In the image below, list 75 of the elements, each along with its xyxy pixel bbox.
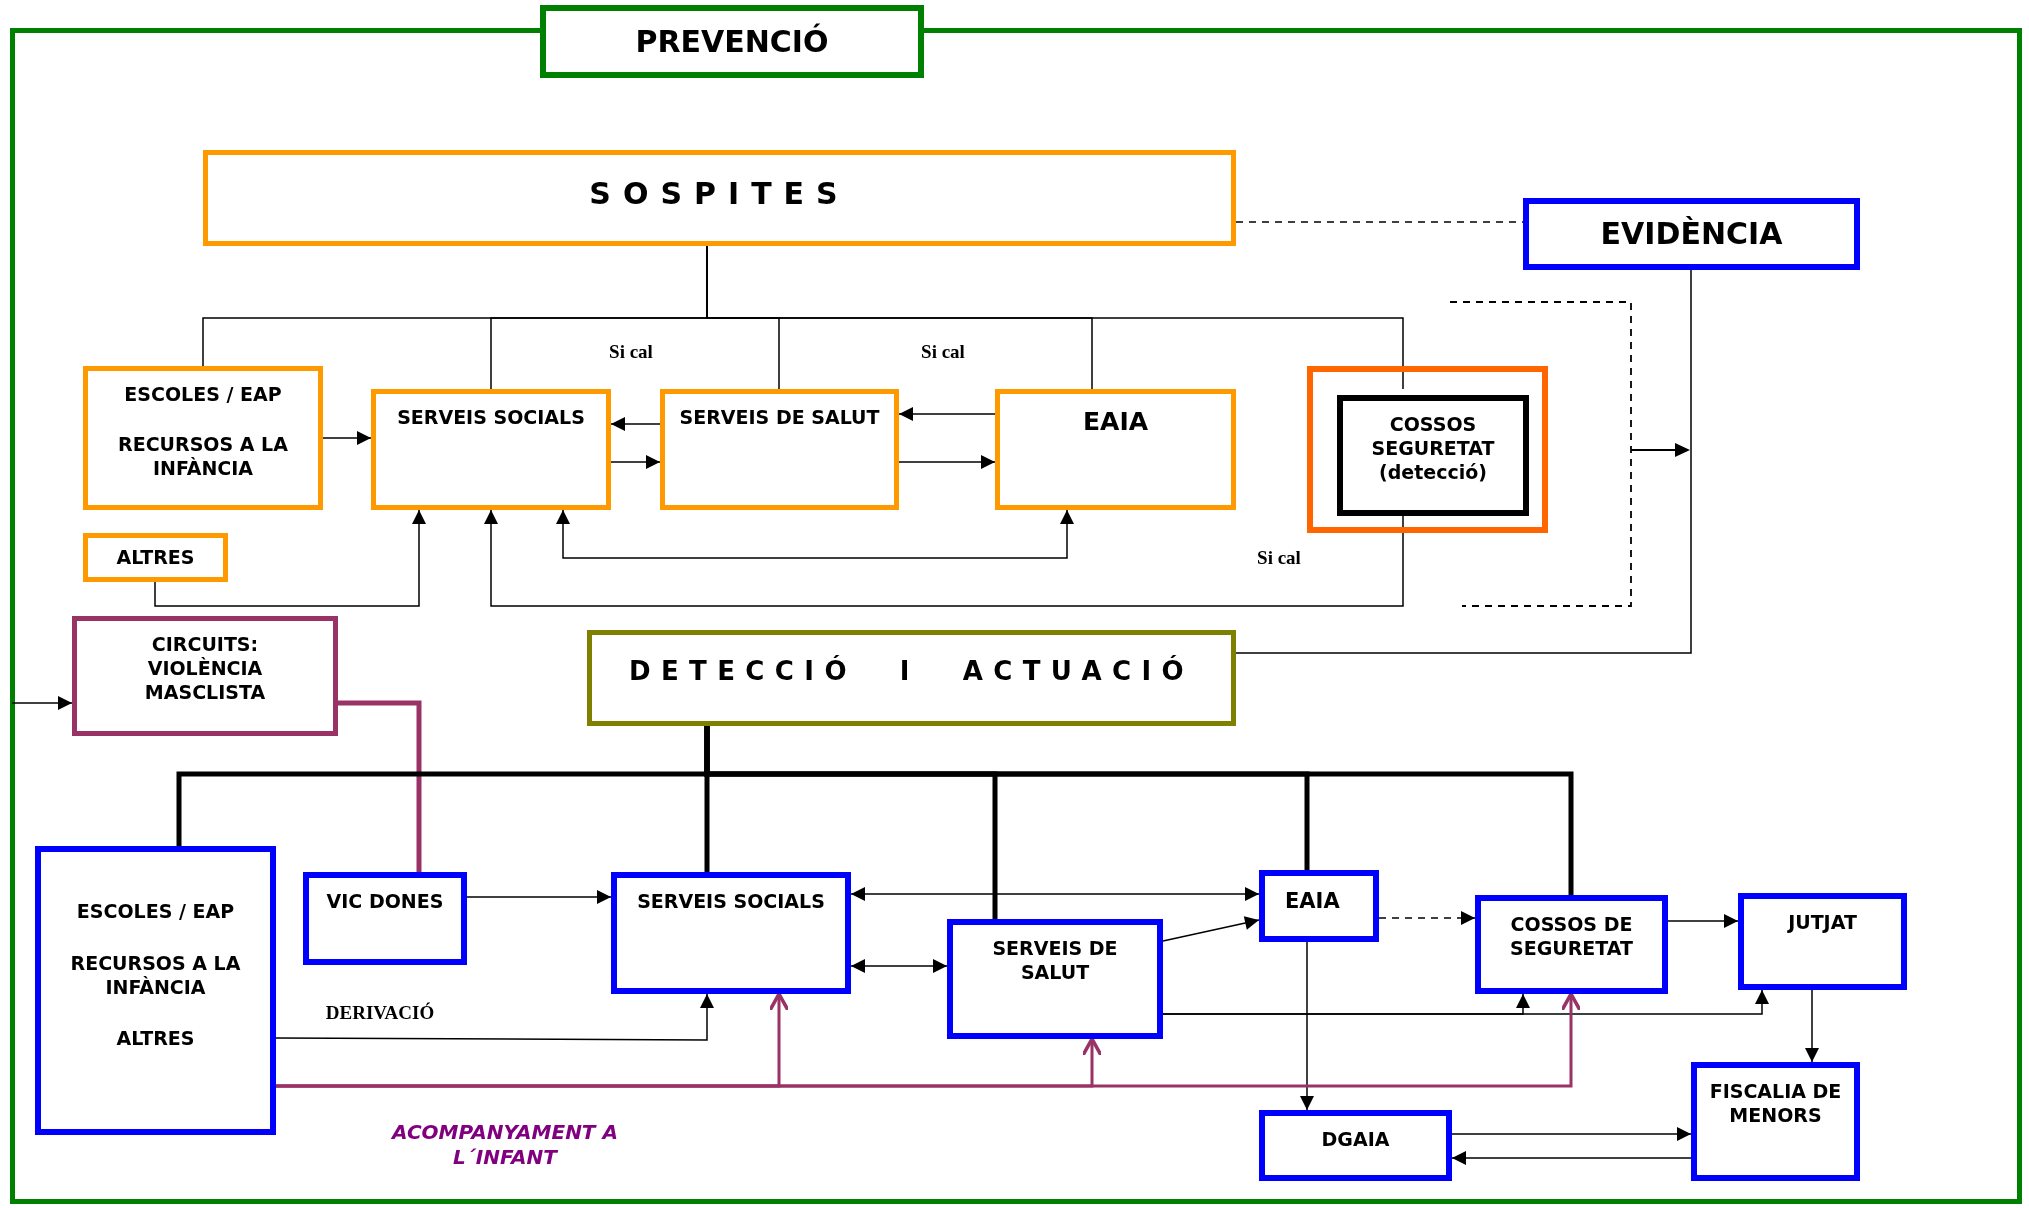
process-box (1259, 1110, 1452, 1181)
node-label: RECURSOS A LA INFÀNCIA (69, 951, 242, 1000)
node-label: EAIA (1284, 888, 1341, 915)
arrow (556, 509, 1074, 559)
process-box (83, 533, 228, 582)
process-box (995, 389, 1236, 510)
connector-line (704, 726, 1574, 895)
node-label: COSSOS DE SEGURETAT (1509, 913, 1634, 961)
arrow (898, 455, 996, 469)
condition-label: Si cal (609, 339, 653, 364)
arrow (898, 407, 996, 421)
condition-label: Si cal (921, 339, 965, 364)
node-label: SERVEIS SOCIALS (396, 406, 586, 430)
arrow (1378, 911, 1476, 925)
node-label: DGAIA (1320, 1128, 1391, 1152)
process-box (72, 616, 338, 736)
arrow (484, 509, 1404, 607)
node-label: RECURSOS A LA INFÀNCIA (117, 432, 289, 481)
connector-line (1235, 269, 1692, 654)
node-label: ESCOLES / EAP (75, 900, 236, 924)
node-label: JUTJAT (1786, 911, 1858, 935)
arrow (1805, 989, 1819, 1063)
title-box (540, 5, 924, 78)
process-box (1738, 893, 1907, 990)
arrow (1667, 914, 1739, 928)
process-box (611, 872, 851, 994)
arrow (322, 431, 372, 445)
connector-line (706, 245, 1404, 390)
process-box (203, 150, 1236, 246)
connector-line (338, 700, 422, 872)
node-label: EAIA (1081, 406, 1150, 438)
process-box (947, 919, 1163, 1039)
node-label: CIRCUITS: VIOLÈNCIA MASCLISTA (143, 633, 267, 705)
node-label: ESCOLES / EAP (123, 383, 283, 407)
process-box (1523, 198, 1860, 270)
group-box (1307, 366, 1548, 533)
arrow (850, 887, 1260, 901)
node-label: ALTRES (115, 545, 196, 570)
arrow (275, 993, 714, 1041)
node-label: DETECCIÓ I ACTUACIÓ (627, 655, 1196, 688)
arrow (610, 455, 661, 469)
node-label: SERVEIS DE SALUT (991, 937, 1119, 985)
node-label: SOSPITES (588, 175, 851, 213)
node-label: ALTRES (115, 1027, 196, 1051)
process-box (1691, 1062, 1860, 1181)
process-box (83, 366, 323, 510)
arrow (1451, 1127, 1692, 1141)
node-label: VIC DONES (325, 890, 445, 914)
arrow (154, 509, 426, 607)
arrow (466, 890, 612, 904)
arrow (276, 992, 1582, 1088)
node-label: FISCALIA DE MENORS (1708, 1080, 1843, 1128)
arrow (1300, 941, 1314, 1111)
node-label: EVIDÈNCIA (1599, 215, 1784, 253)
process-box (1259, 870, 1379, 942)
process-box (1475, 895, 1668, 994)
arrow (1451, 1151, 1692, 1165)
node-label: SERVEIS DE SALUT (678, 406, 881, 430)
process-box (660, 389, 899, 510)
arrow (11, 696, 73, 710)
arrow (610, 417, 661, 431)
connector-line (1235, 221, 1524, 223)
node-label: PREVENCIÓ (634, 22, 830, 61)
arrow (1162, 916, 1260, 942)
node-label: SERVEIS SOCIALS (636, 890, 826, 914)
process-box (1337, 395, 1529, 516)
node-label: COSSOS SEGURETAT (detecció) (1370, 413, 1496, 485)
process-box (303, 872, 467, 965)
process-box (35, 846, 276, 1135)
process-box (587, 630, 1236, 726)
arrow (1162, 989, 1769, 1015)
condition-label: Si cal (1257, 545, 1301, 570)
arrow (850, 959, 948, 973)
process-box (371, 389, 611, 510)
note-text: ACOMPANYAMENT A L´INFANT (390, 1120, 619, 1170)
